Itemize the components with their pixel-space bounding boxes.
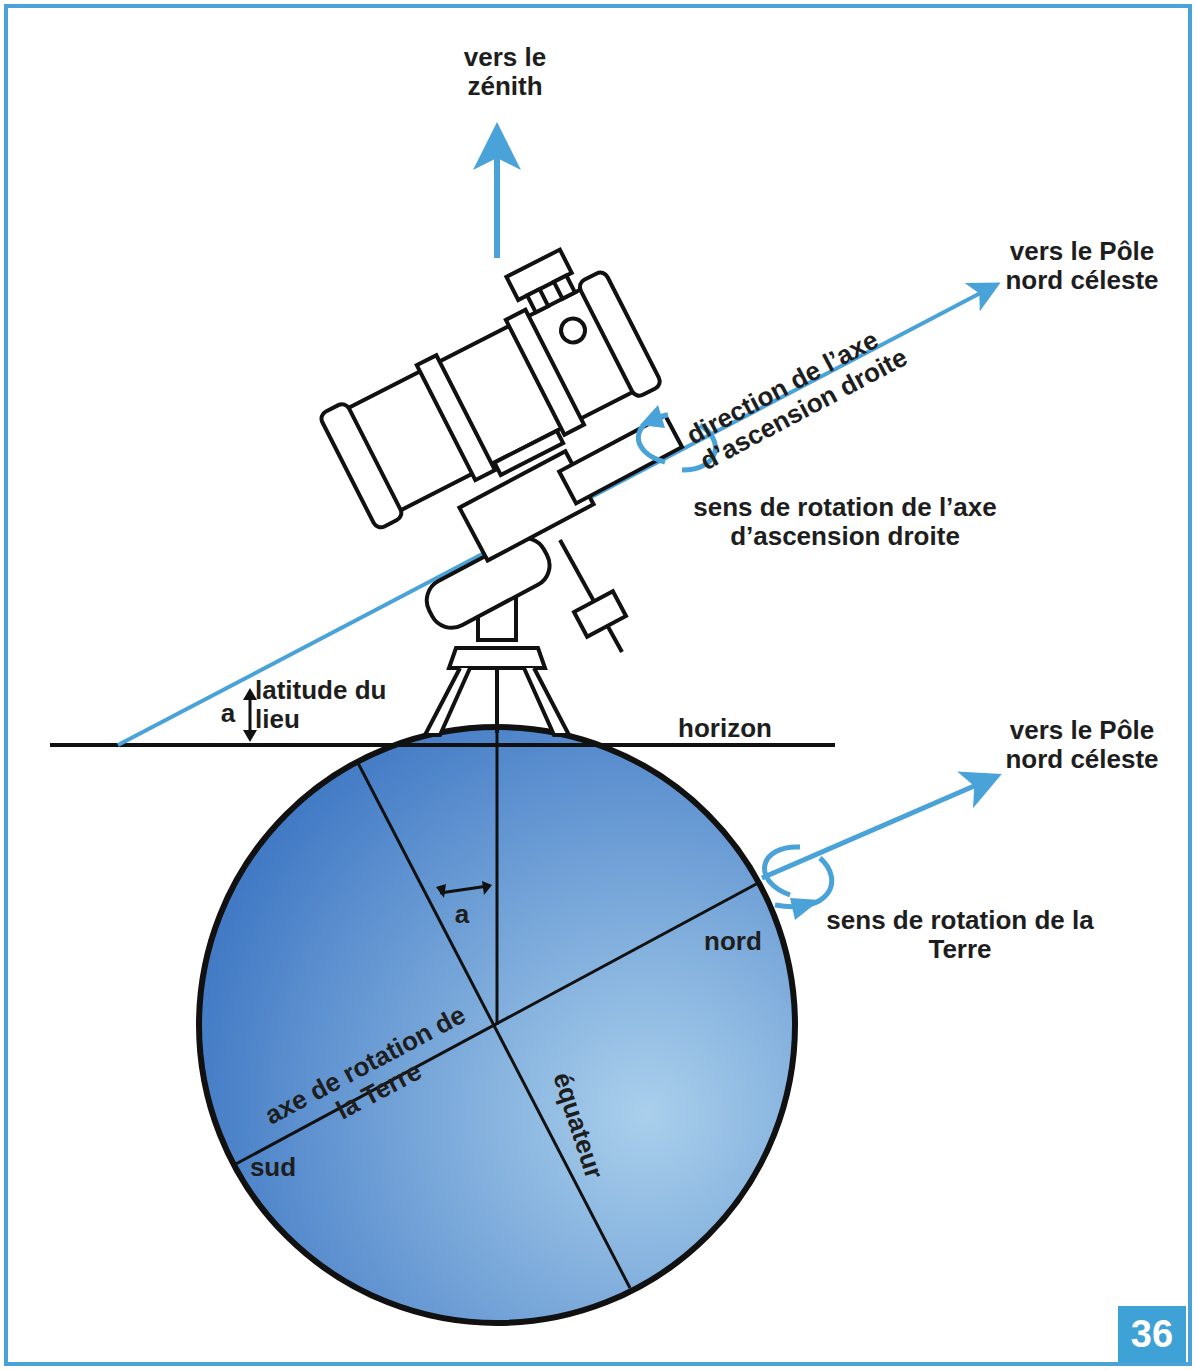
angle-label: a <box>447 900 477 929</box>
direction-label: vers le zénith <box>430 43 580 101</box>
angle-label: a <box>213 699 243 728</box>
pole-label: vers le Pôle nord céleste <box>997 237 1167 295</box>
horizon-label: horizon <box>660 714 790 743</box>
rotation-label: sens de rotation de la Terre <box>825 906 1095 964</box>
rotation-label: sens de rotation de l’axe d’ascension dr… <box>655 493 1035 551</box>
pole-label: vers le Pôle nord céleste <box>997 716 1167 774</box>
figure-number-badge: 36 <box>1118 1306 1186 1362</box>
axis-label: direction de l’axe d’ascension droite <box>682 284 974 476</box>
pole-name: sud <box>238 1153 308 1182</box>
latitude-label: latitude du lieu <box>255 676 395 734</box>
pole-name: nord <box>693 927 773 956</box>
figure-number: 36 <box>1131 1313 1173 1356</box>
